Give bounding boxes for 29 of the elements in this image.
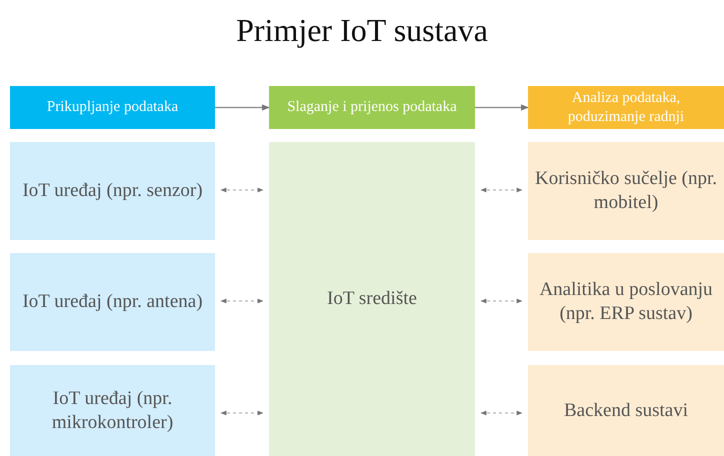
- stage-header-box: [269, 86, 475, 129]
- node-label: IoT uređaj (npr. mikrokontroler): [50, 386, 174, 434]
- dashed-double-arrow: [480, 188, 523, 192]
- component-box: [10, 142, 215, 240]
- component-box: [528, 365, 724, 456]
- component-box: [528, 253, 724, 351]
- dashed-double-arrow: [480, 410, 523, 416]
- node-label: IoT uređaj (npr. senzor): [22, 179, 203, 203]
- stage-header-box: [528, 86, 724, 129]
- node-label: IoT uređaj (npr. antena): [22, 290, 203, 314]
- node-label: Slaganje i prijenos podataka: [287, 98, 457, 117]
- component-box: [10, 253, 215, 351]
- component-box: [10, 365, 215, 456]
- node-label: Analiza podataka, poduzimanje radnji: [566, 88, 686, 126]
- stage-header-box: [10, 86, 215, 129]
- node-label: Prikupljanje podataka: [46, 98, 178, 117]
- dashed-double-arrow: [220, 298, 264, 304]
- node-label: Backend sustavi: [564, 398, 688, 422]
- arrow: [475, 104, 529, 111]
- node-label: Analitika u poslovanju (npr. ERP sustav): [538, 278, 714, 326]
- arrow: [215, 104, 270, 111]
- dashed-double-arrow: [220, 410, 264, 416]
- dashed-double-arrow: [220, 188, 264, 192]
- dashed-double-arrow: [480, 298, 523, 304]
- node-label: Korisničko sučelje (npr. mobitel): [534, 167, 718, 215]
- component-box: [528, 142, 724, 240]
- component-box: [269, 142, 475, 456]
- node-label: IoT središte: [327, 287, 417, 311]
- diagram-title: Primjer IoT sustava: [235, 12, 489, 49]
